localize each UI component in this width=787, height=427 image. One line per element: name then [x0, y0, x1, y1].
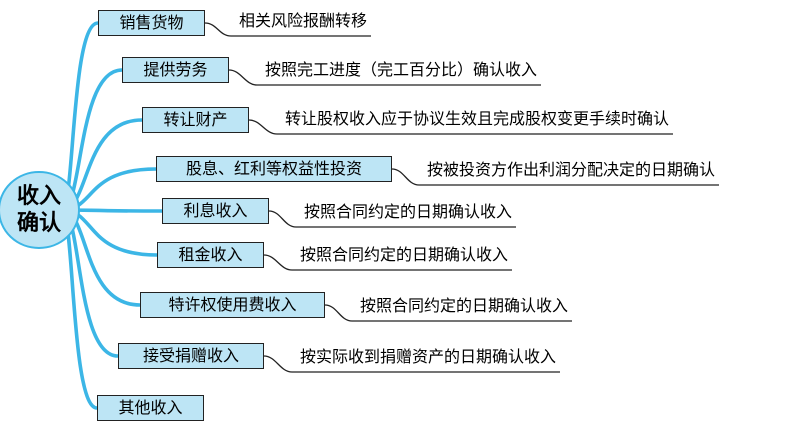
- category-box-interest: 利息收入: [162, 198, 269, 224]
- description-rent: 按照合同约定的日期确认收入: [300, 245, 509, 264]
- category-box-donation: 接受捐赠收入: [118, 343, 264, 369]
- description-underline: [268, 210, 516, 228]
- category-box-rent: 租金收入: [157, 242, 264, 268]
- description-underline: [263, 355, 560, 373]
- root-node: [0, 171, 80, 249]
- description-royalty: 按照合同约定的日期确认收入: [360, 296, 569, 315]
- description-property-transfer: 转让股权收入应于协议生效且完成股权变更手续时确认: [285, 109, 670, 128]
- description-donation: 按实际收到捐赠资产的日期确认收入: [300, 347, 557, 366]
- description-dividends: 按被投资方作出利润分配决定的日期确认: [427, 160, 716, 179]
- description-underline: [248, 119, 673, 135]
- root-label-line1: 收入: [16, 184, 61, 209]
- description-underline: [228, 69, 541, 86]
- category-box-property-transfer: 转让财产: [142, 107, 249, 133]
- category-box-services: 提供劳务: [122, 57, 229, 83]
- description-underline: [324, 304, 572, 322]
- category-box-royalty: 特许权使用费收入: [140, 292, 325, 318]
- description-interest: 按照合同约定的日期确认收入: [304, 202, 513, 221]
- root-label-line2: 确认: [16, 211, 61, 236]
- category-box-dividends: 股息、红利等权益性投资: [156, 156, 392, 182]
- root-node-label: 收入 确认: [2, 176, 76, 244]
- category-box-sales-goods: 销售货物: [98, 10, 205, 36]
- description-services: 按照完工进度（完工百分比）确认收入: [265, 60, 538, 79]
- description-underline: [263, 254, 512, 271]
- connector-lines: [204, 22, 719, 373]
- description-underline: [204, 22, 371, 37]
- category-box-other: 其他收入: [97, 395, 204, 421]
- description-underline: [391, 168, 719, 186]
- description-sales-goods: 相关风险报酬转移: [239, 11, 368, 30]
